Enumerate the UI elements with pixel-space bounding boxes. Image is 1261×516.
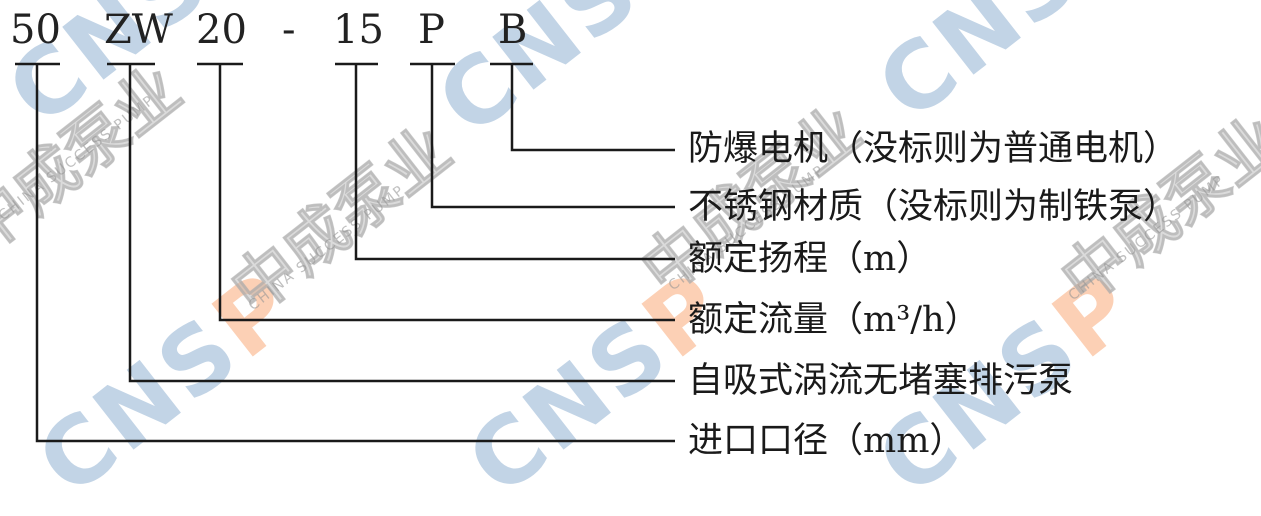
code-head: 15	[333, 7, 384, 53]
label-rated-flow: 额定流量（m³/h）	[688, 300, 980, 340]
connector-zw	[128, 64, 675, 383]
code-flow-rate: 20	[196, 7, 247, 53]
label-explosion-proof-motor: 防爆电机（没标则为普通电机）	[688, 129, 1179, 169]
connector-50	[35, 64, 675, 443]
connector-15	[354, 64, 675, 261]
code-inlet-diameter: 50	[10, 7, 61, 53]
label-stainless-material: 不锈钢材质（没标则为制铁泵）	[688, 187, 1179, 227]
code-stainless: P	[418, 7, 445, 53]
label-pump-type: 自吸式涡流无堵塞排污泵	[688, 361, 1074, 401]
connector-20	[218, 64, 675, 322]
code-pump-type: ZW	[104, 7, 173, 53]
code-dash: -	[282, 7, 296, 53]
connector-b	[510, 64, 675, 152]
label-inlet-diameter: 进口口径（mm）	[688, 421, 965, 461]
connector-lines	[15, 62, 675, 443]
connector-p	[430, 64, 675, 209]
code-explosion-proof: B	[498, 7, 528, 53]
label-rated-head: 额定扬程（m）	[688, 239, 932, 279]
